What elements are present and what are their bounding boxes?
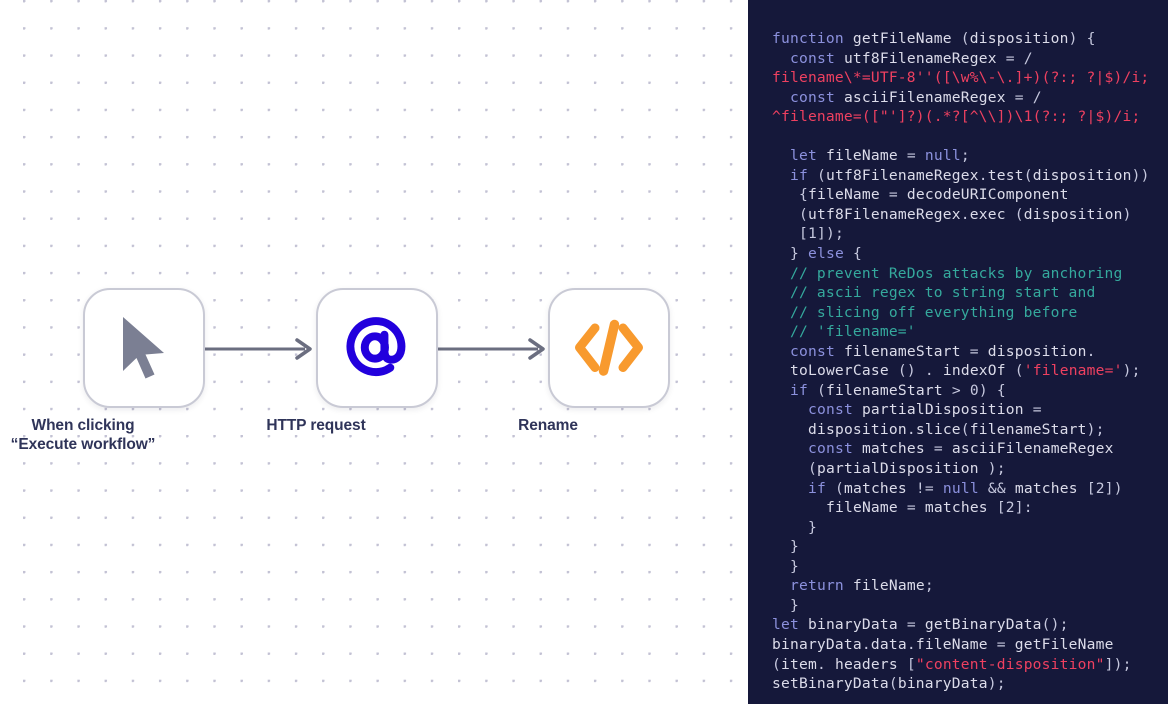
node-label-http-request: HTTP request <box>266 416 365 435</box>
node-label-trigger: When clicking “Execute workflow” <box>11 416 156 454</box>
workflow-canvas[interactable]: When clicking “Execute workflow” HTTP re… <box>0 0 748 704</box>
node-label-http-request-line1: HTTP request <box>266 417 366 434</box>
connector-trigger-to-http <box>205 338 312 360</box>
node-label-rename: Rename <box>518 416 578 435</box>
connector-http-to-rename <box>438 338 545 360</box>
node-label-trigger-line1: When clicking <box>31 417 135 434</box>
node-label-trigger-line2: “Execute workflow” <box>10 436 156 453</box>
code-brackets-icon <box>575 319 643 376</box>
node-box-rename[interactable] <box>548 288 670 408</box>
node-label-rename-line1: Rename <box>518 417 578 434</box>
code-content[interactable]: function getFileName (disposition) { con… <box>772 30 1150 693</box>
node-box-http-request[interactable] <box>316 288 438 408</box>
cursor-arrow-icon <box>123 317 164 379</box>
code-editor-panel[interactable]: function getFileName (disposition) { con… <box>748 0 1168 704</box>
at-sign-icon <box>346 317 406 377</box>
node-box-trigger[interactable] <box>83 288 205 408</box>
